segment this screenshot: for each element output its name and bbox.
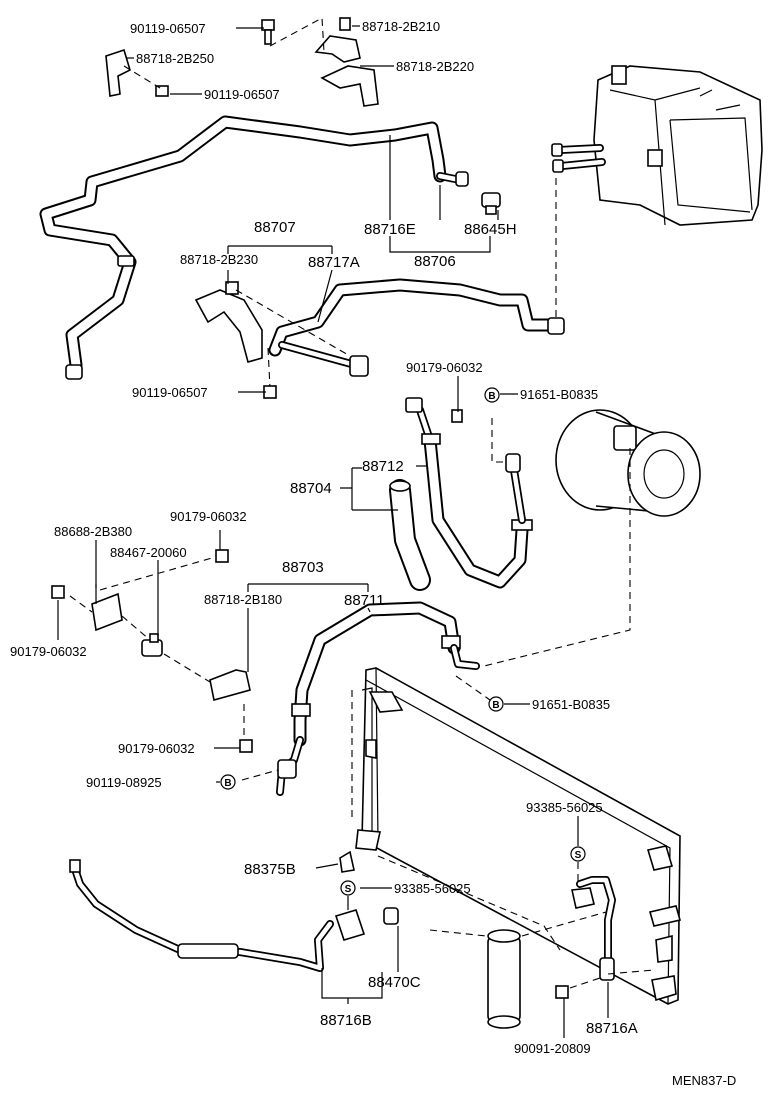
label-88707: 88707 [254, 219, 296, 236]
fitting-88375B [339, 850, 355, 873]
marker-b-91651-lower: B [488, 696, 504, 712]
evaporator-pipe-stubs [551, 143, 606, 173]
label-88716B: 88716B [320, 1012, 372, 1029]
label-88706: 88706 [414, 253, 456, 270]
pressure-switch-88645H [481, 192, 501, 215]
svg-text:S: S [575, 850, 582, 861]
label-88470C: 88470C [368, 974, 421, 991]
label-88717A: 88717A [308, 254, 360, 271]
label-88718-2B210: 88718-2B210 [362, 19, 440, 34]
label-88467-20060: 88467-20060 [110, 545, 187, 560]
bracket-88718-2B210 [314, 17, 361, 63]
svg-text:B: B [488, 391, 495, 402]
part-labels: 90119-06507 88718-2B210 88718-2B250 8871… [10, 19, 736, 1088]
block-93385-56025 [334, 909, 366, 941]
label-90179-06032-lower: 90179-06032 [118, 741, 195, 756]
tube-88716B [69, 859, 334, 972]
label-88718-2B230: 88718-2B230 [180, 252, 258, 267]
marker-s-lower: S [340, 880, 356, 896]
label-88688-2B380: 88688-2B380 [54, 524, 132, 539]
fitting-88712-top [405, 397, 423, 413]
label-88718-2B180: 88718-2B180 [204, 592, 282, 607]
svg-text:B: B [224, 778, 231, 789]
bracket-88718-2B230 [194, 281, 263, 363]
clamp-88718-2B180 [209, 669, 251, 702]
label-91651-B0835-lower: 91651-B0835 [532, 697, 610, 712]
hose-88704 [389, 479, 431, 591]
label-88375B: 88375B [244, 861, 296, 878]
marker-b-90119-08925: B [220, 774, 236, 790]
label-88716E: 88716E [364, 221, 416, 238]
hose-88711 [276, 601, 480, 796]
evaporator-unit [593, 65, 763, 226]
compressor [555, 409, 701, 517]
hose-88716E [39, 115, 469, 380]
fitting-88470C [383, 907, 399, 925]
receiver-dryer [487, 929, 521, 1029]
label-93385-56025-upper: 93385-56025 [526, 800, 603, 815]
nut-90179-06032-left [51, 585, 65, 599]
nut-90179-06032-lower [239, 739, 253, 753]
label-90179-06032-top: 90179-06032 [406, 360, 483, 375]
label-90179-06032-left-top: 90179-06032 [170, 509, 247, 524]
svg-text:B: B [492, 700, 499, 711]
label-88703: 88703 [282, 559, 324, 576]
label-90119-08925: 90119-08925 [86, 775, 162, 790]
drawing-code: MEN837-D [672, 1073, 736, 1088]
label-88704: 88704 [290, 480, 332, 497]
label-90119-06507-top: 90119-06507 [130, 21, 206, 36]
bolt-90119-06507-mid [155, 85, 169, 97]
label-88718-2B250: 88718-2B250 [136, 51, 214, 66]
switch-88467-20060 [141, 633, 163, 657]
svg-text:S: S [345, 884, 352, 895]
label-90179-06032-left: 90179-06032 [10, 644, 87, 659]
label-90091-20809: 90091-20809 [514, 1041, 591, 1056]
bracket-88718-2B250 [105, 48, 131, 97]
condenser [355, 667, 682, 1005]
label-88645H: 88645H [464, 221, 517, 238]
nut-90179-06032-top [451, 409, 463, 423]
label-91651-B0835-top: 91651-B0835 [520, 387, 598, 402]
label-90119-06507-lower: 90119-06507 [132, 385, 208, 400]
label-93385-56025-lower: 93385-56025 [394, 881, 471, 896]
nut-90179-06032-left-top [215, 549, 229, 563]
bracket-88688-2B380 [91, 592, 123, 632]
label-90119-06507-mid: 90119-06507 [204, 87, 280, 102]
label-88716A: 88716A [586, 1020, 638, 1037]
bolt-90119-06507-top [261, 19, 275, 45]
hose-88712 [406, 398, 533, 589]
label-88718-2B220: 88718-2B220 [396, 59, 474, 74]
marker-s-upper: S [570, 846, 586, 862]
label-88712: 88712 [362, 458, 404, 475]
bracket-88718-2B220 [320, 65, 379, 107]
bolt-90091-20809 [555, 985, 569, 999]
tube-88716A [571, 876, 616, 981]
leader-lines [57, 25, 609, 1038]
marker-b-91651-top: B [484, 387, 500, 403]
label-88711: 88711 [344, 592, 385, 609]
